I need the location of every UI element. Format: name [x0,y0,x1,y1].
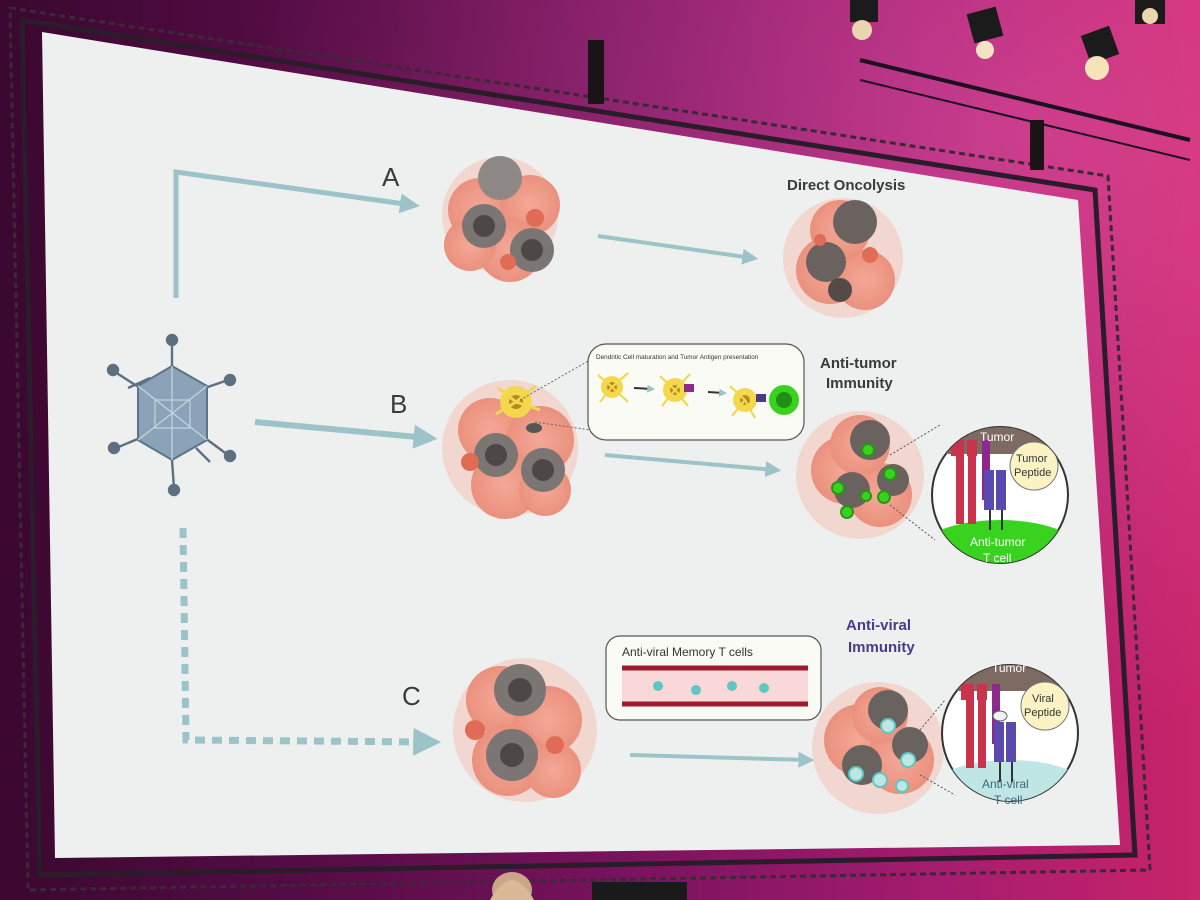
dendritic-cell-b [495,384,542,433]
zoom-viral-peptide-line1: Viral [1032,693,1054,705]
callout-memory-t-cells: Anti-viral Memory T cells [605,635,822,721]
path-c-arrow [179,527,442,756]
callout-dendritic-title: Dendritic Cell maturation and Tumor Anti… [596,354,759,361]
tumor-cluster-b [442,380,578,519]
zoom-leader-viral-bottom [919,774,956,796]
path-b-label: B [390,389,407,419]
mhc-tcr-complex-tumor [951,440,1006,530]
stage-lights [850,0,1191,161]
maturation-arrow-1 [633,384,656,393]
arrow-to-anti-viral [629,751,815,768]
arrow-to-anti-tumor [604,453,782,478]
arrow-to-oncolysis [597,234,759,265]
truss-frame [8,6,1152,892]
t-cell-green [769,385,799,415]
tumor-cluster-anti-tumor [796,411,924,539]
blood-vessel [622,665,808,707]
outcome-anti-viral-line2: Immunity [848,639,915,656]
screen-mount-right [1030,120,1044,170]
mhc-tcr-complex-viral [961,684,1016,782]
zoom-leader-viral-top [919,699,946,731]
tumor-cluster-a [442,156,560,282]
tumor-cluster-anti-viral [812,682,944,814]
outcome-direct-oncolysis: Direct Oncolysis [787,177,905,194]
maturation-arrow-2 [707,388,728,397]
callout-dendritic-maturation: Dendritic Cell maturation and Tumor Anti… [587,343,805,441]
zoom-leader-tumor-top [889,424,941,456]
outcome-anti-tumor-line1: Anti-tumor [820,355,897,372]
antigen-presenting-cell [729,385,766,419]
adenovirus-icon [106,333,237,497]
zoom-viral-top-label: Tumor [992,661,1026,675]
zoom-anti-viral: Tumor Viral Peptide Anti-viral T cell [941,661,1079,807]
path-a-arrow [173,169,420,298]
tumor-peptide-bubble [1009,441,1059,491]
path-c-label: C [402,681,421,711]
zoom-viral-peptide-line2: Peptide [1024,707,1061,719]
screen-mount-left [588,40,604,104]
path-a-label: A [382,162,400,192]
path-b-arrow [254,419,438,449]
zoom-tumor-tcell-line1: Anti-tumor [970,535,1025,549]
zoom-viral-tcell-line1: Anti-viral [982,777,1029,791]
zoom-leader-tumor-bottom [889,504,936,541]
outcome-anti-viral-line1: Anti-viral [846,617,911,634]
lectern [592,882,687,900]
zoom-tumor-peptide-line2: Peptide [1014,467,1051,479]
callout-memory-title: Anti-viral Memory T cells [622,645,753,659]
viral-peptide-bubble [1020,681,1070,731]
zoom-tumor-top-label: Tumor [980,430,1014,444]
zoom-viral-tcell-line2: T cell [994,793,1022,807]
maturing-dendritic-cell [659,373,694,407]
zoom-tumor-peptide-line1: Tumor [1016,453,1048,465]
speaker-silhouette [490,872,534,900]
tumor-cluster-c [453,658,597,802]
immature-dendritic-cell [597,372,629,403]
outcome-anti-tumor-line2: Immunity [826,375,893,392]
tumor-cluster-oncolysis [783,198,903,318]
callout-b-leader-top [519,359,591,401]
zoom-tumor-tcell-line2: T cell [983,551,1011,565]
